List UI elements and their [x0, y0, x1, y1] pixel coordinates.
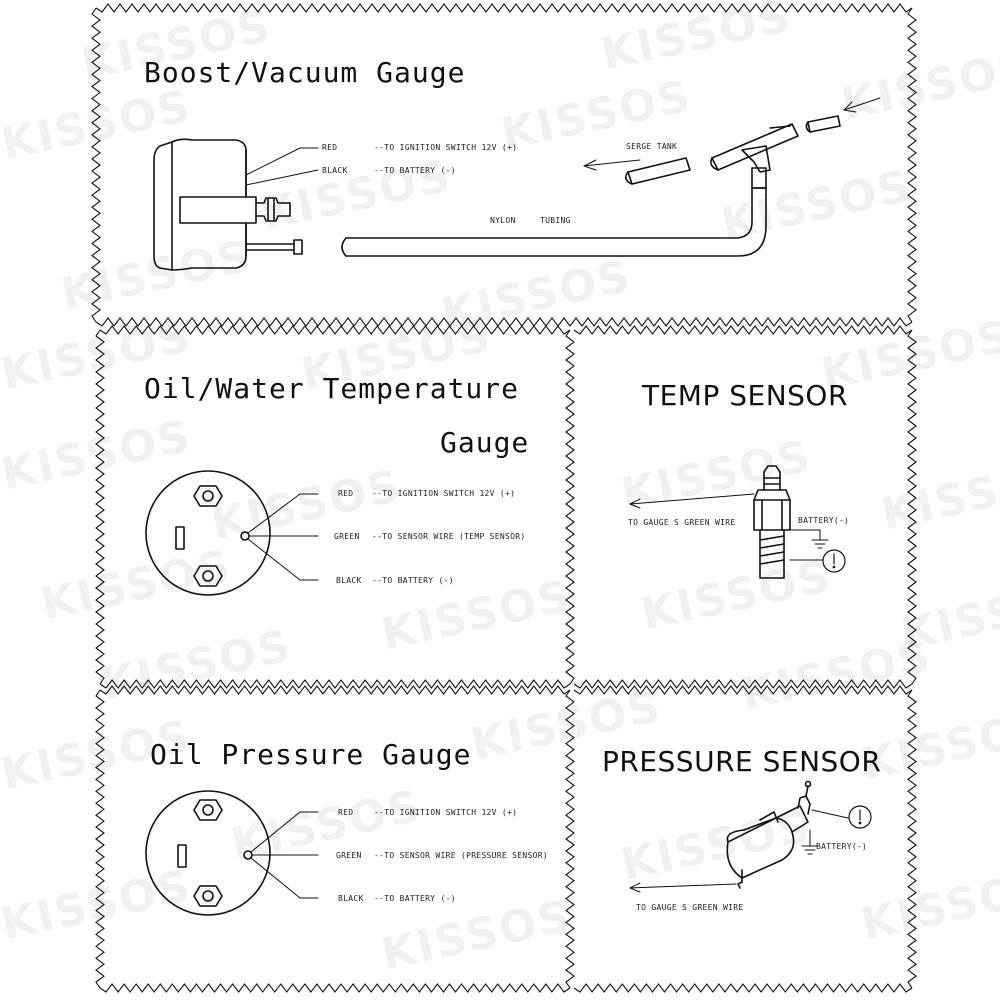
pressure-red-label: RED — [338, 808, 354, 817]
boost-red-desc: --TO IGNITION SWITCH 12V (+) — [374, 143, 518, 152]
temp-sensor-to-gauge-label: TO GAUGE S GREEN WIRE — [628, 518, 736, 527]
border-mid-right-top — [573, 325, 913, 335]
border-mid-left-top — [99, 325, 571, 335]
temp-red-label: RED — [338, 489, 354, 498]
border-bottom-left-left — [95, 689, 105, 989]
boost-black-label: BLACK — [322, 166, 348, 175]
temp-gauge-title-line1: Oil/Water Temperature — [144, 372, 520, 405]
border-mid-left-right — [565, 329, 575, 685]
boost-gauge-body — [153, 138, 319, 271]
border-mid-right-bottom — [573, 679, 913, 689]
border-bottom-right-top — [573, 685, 913, 695]
pressure-red-desc: --TO IGNITION SWITCH 12V (+) — [374, 808, 518, 817]
pressure-green-desc: --TO SENSOR WIRE (PRESSURE SENSOR) — [374, 851, 548, 860]
temp-black-desc: --TO BATTERY (-) — [372, 576, 454, 585]
pressure-black-label: BLACK — [338, 894, 364, 903]
temp-sensor-battery-label: BATTERY(-) — [798, 516, 850, 525]
temp-green-label: GREEN — [334, 532, 360, 541]
temp-red-desc: --TO IGNITION SWITCH 12V (+) — [372, 489, 516, 498]
pressure-sensor-part — [629, 780, 849, 893]
pressure-black-desc: --TO BATTERY (-) — [374, 894, 456, 903]
border-bottom-left-top — [99, 685, 571, 695]
caution-icon — [822, 549, 846, 573]
temp-sensor-title: TEMP SENSOR — [642, 379, 848, 412]
temp-sensor-part — [629, 465, 829, 579]
pressure-sensor-to-gauge-label: TO GAUGE S GREEN WIRE — [636, 903, 744, 912]
arrow-icon — [583, 97, 881, 171]
boost-gauge-title: Boost/Vacuum Gauge — [144, 56, 466, 89]
temp-gauge-title-line2: Gauge — [440, 426, 530, 459]
vacuum-hose-pieces — [624, 115, 841, 185]
serge-tank-label: SERGE TANK — [626, 142, 678, 151]
border-top-panel-bottom — [95, 317, 913, 327]
pressure-gauge-face — [145, 790, 319, 916]
t-fitting — [710, 123, 799, 189]
border-top-panel-left — [91, 7, 101, 323]
border-bottom-right-right — [907, 689, 917, 989]
boost-red-label: RED — [322, 143, 338, 152]
border-top-panel-right — [907, 7, 917, 323]
temp-black-label: BLACK — [336, 576, 362, 585]
border-bottom-right-bottom — [573, 983, 913, 993]
border-mid-right-right — [907, 329, 917, 685]
tubing-label: TUBING — [540, 216, 571, 225]
boost-black-desc: --TO BATTERY (-) — [374, 166, 456, 175]
pressure-sensor-battery-label: BATTERY(-) — [816, 842, 868, 851]
border-mid-left-bottom — [99, 679, 571, 689]
caution-icon — [848, 805, 872, 829]
pressure-sensor-title: PRESSURE SENSOR — [602, 745, 882, 778]
border-bottom-left-right — [565, 689, 575, 989]
pressure-green-label: GREEN — [336, 851, 362, 860]
temp-green-desc: --TO SENSOR WIRE (TEMP SENSOR) — [372, 532, 526, 541]
pressure-gauge-title: Oil Pressure Gauge — [150, 738, 472, 771]
border-top-panel-top — [95, 3, 913, 13]
border-bottom-left-bottom — [99, 983, 571, 993]
border-mid-left-left — [95, 329, 105, 685]
temp-gauge-face — [145, 470, 319, 596]
nylon-label: NYLON — [490, 216, 516, 225]
